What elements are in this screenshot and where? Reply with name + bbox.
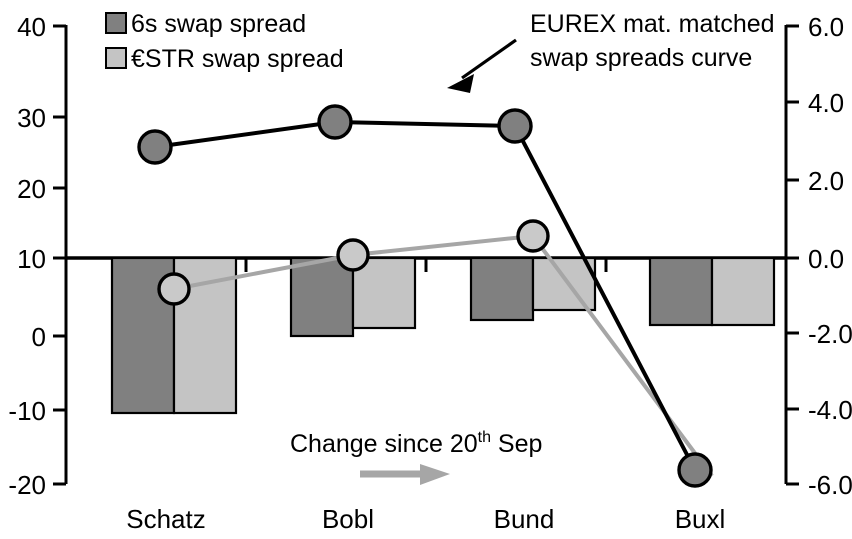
- left-tick-label-20: 20: [17, 174, 46, 204]
- change-since-text-after: Sep: [491, 430, 542, 458]
- bar-group-bobl: [289, 256, 417, 338]
- black-marker-bund: [497, 108, 533, 144]
- category-label-buxl: Buxl: [675, 504, 726, 534]
- series-change-since-line: [157, 219, 714, 478]
- left-tick-label-10: 10: [17, 244, 46, 274]
- black-marker-schatz: [137, 129, 173, 165]
- eurex-callout-line2: swap spreads curve: [530, 44, 752, 72]
- legend-item-estr-swap-spread: €STR swap spread: [105, 45, 344, 73]
- legend-label-6s: 6s swap spread: [131, 10, 306, 38]
- category-label-schatz: Schatz: [126, 504, 206, 534]
- gray-marker-bobl: [336, 238, 370, 272]
- bar-group-bund: [469, 256, 597, 322]
- bar-estr-bund: [531, 256, 597, 312]
- bar-estr-buxl: [710, 256, 776, 327]
- category-label-bund: Bund: [494, 504, 555, 534]
- bar-6s-bobl: [289, 256, 355, 338]
- eurex-callout-line1: EUREX mat. matched: [530, 10, 775, 38]
- right-tick-label-minus6: -6.0: [808, 470, 852, 500]
- legend-swatch-light-icon: [105, 47, 127, 69]
- bar-6s-buxl: [648, 256, 714, 327]
- eurex-callout-leader-line: [461, 38, 517, 80]
- bar-6s-bund: [469, 256, 535, 322]
- eurex-callout-annotation: EUREX mat. matched swap spreads curve: [447, 10, 775, 93]
- right-tick-label-0: 0.0: [808, 244, 844, 274]
- black-series-polyline: [154, 119, 697, 471]
- eurex-callout-arrowhead-icon: [447, 74, 474, 93]
- bar-group-buxl: [648, 256, 776, 327]
- black-marker-bobl: [317, 104, 353, 140]
- chart-legend: 6s swap spread €STR swap spread: [105, 10, 344, 73]
- series-eurex-curve: [137, 104, 713, 488]
- bar-estr-bobl: [351, 256, 417, 330]
- legend-item-6s-swap-spread: 6s swap spread: [105, 10, 306, 38]
- right-tick-label-minus4: -4.0: [808, 395, 852, 425]
- gray-series-polyline: [173, 233, 714, 478]
- category-label-bobl: Bobl: [322, 504, 374, 534]
- left-tick-label-minus10: -10: [8, 396, 46, 426]
- right-axis: 6.0 4.0 2.0 0.0 -2.0 -4.0 -6.0: [784, 12, 852, 500]
- gray-marker-schatz: [157, 272, 191, 306]
- legend-swatch-dark-icon: [105, 12, 127, 34]
- left-axis: 40 30 20 10 0 -10 -20: [8, 12, 68, 500]
- change-since-text: Change since 20th Sep: [290, 429, 542, 458]
- change-since-superscript: th: [478, 429, 491, 446]
- change-since-arrowhead-icon: [420, 464, 450, 485]
- right-tick-label-4: 4.0: [808, 88, 844, 118]
- legend-label-estr: €STR swap spread: [131, 45, 344, 73]
- black-marker-buxl: [677, 452, 713, 488]
- gray-marker-bund: [516, 219, 550, 253]
- change-since-annotation: Change since 20th Sep: [290, 429, 542, 485]
- category-ticks: [244, 258, 608, 272]
- left-tick-label-30: 30: [17, 103, 46, 133]
- left-tick-label-minus20: -20: [8, 470, 46, 500]
- right-tick-label-6: 6.0: [808, 12, 844, 42]
- right-tick-label-minus2: -2.0: [808, 319, 852, 349]
- category-labels: Schatz Bobl Bund Buxl: [126, 504, 725, 534]
- change-since-text-before: Change since 20: [290, 430, 478, 458]
- left-tick-label-0: 0: [32, 322, 46, 352]
- right-tick-label-2: 2.0: [808, 166, 844, 196]
- left-tick-label-40: 40: [17, 12, 46, 42]
